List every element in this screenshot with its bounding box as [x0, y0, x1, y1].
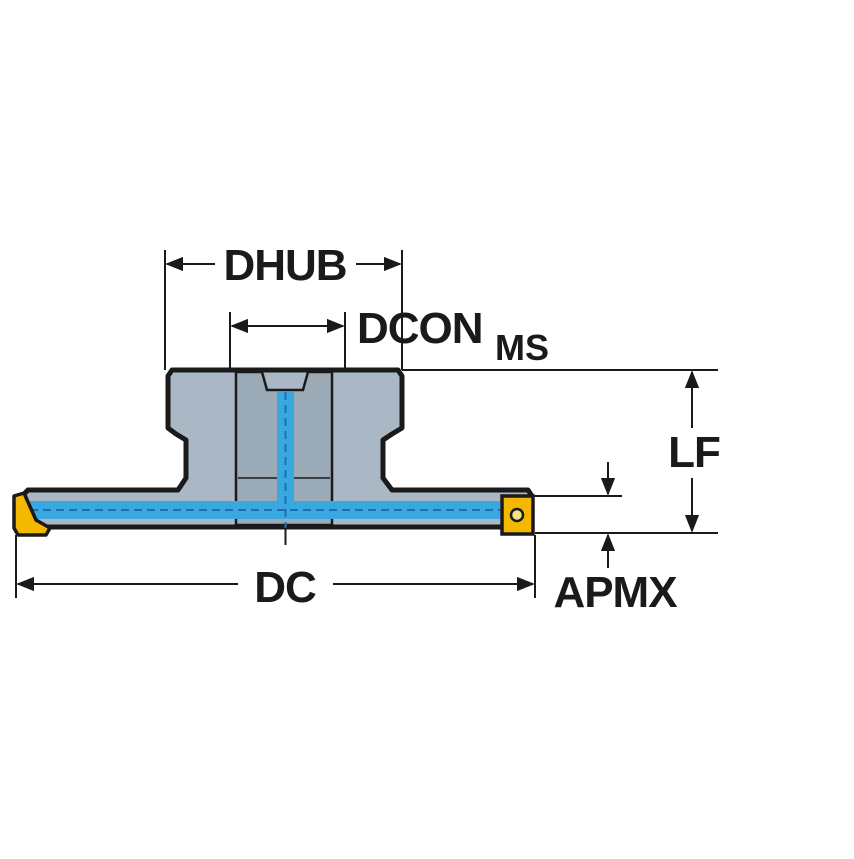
- label-dcon-subscript: MS: [495, 327, 549, 368]
- label-dcon: DCON: [357, 304, 483, 353]
- coolant-vertical: [277, 392, 294, 514]
- dimension-labels: DHUB DCON MS LF DC APMX: [223, 241, 721, 617]
- insert-screw-icon: [509, 507, 525, 523]
- label-apmx: APMX: [553, 568, 677, 617]
- dimension-lines: [16, 256, 700, 592]
- label-lf: LF: [668, 428, 720, 477]
- coolant-channels: [30, 392, 500, 545]
- inserts: [12, 491, 535, 537]
- label-dc: DC: [254, 563, 316, 612]
- extension-lines: [15, 250, 718, 598]
- insert-right: [500, 494, 535, 536]
- insert-left: [12, 491, 52, 537]
- label-dhub: DHUB: [223, 241, 346, 290]
